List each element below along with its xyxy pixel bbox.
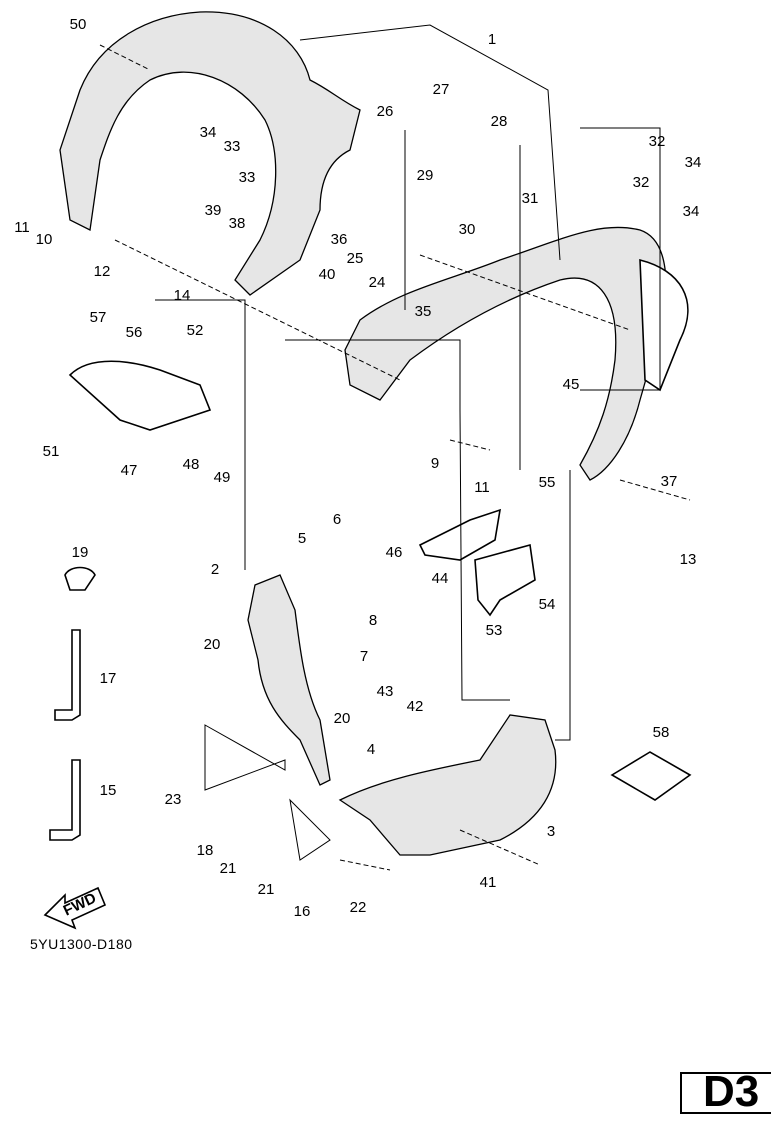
- drawing-code: 5YU1300-D180: [30, 936, 133, 952]
- clamp-19: [64, 566, 96, 591]
- callout-40: 40: [319, 266, 336, 283]
- callout-29: 29: [417, 167, 434, 184]
- callout-17: 17: [100, 670, 117, 687]
- upper-bracket: [59, 11, 361, 296]
- callout-13: 13: [680, 551, 697, 568]
- callout-9: 9: [431, 455, 439, 472]
- callout-46: 46: [386, 544, 403, 561]
- callout-31: 31: [522, 190, 539, 207]
- callout-55: 55: [539, 474, 556, 491]
- bracket-44: [418, 508, 502, 561]
- sheet-58: [610, 751, 692, 801]
- arm-right: [639, 258, 689, 392]
- callout-24: 24: [369, 274, 386, 291]
- callout-15: 15: [100, 782, 117, 799]
- callout-11: 11: [14, 219, 30, 236]
- callout-19: 19: [72, 544, 89, 561]
- tilt-arm: [247, 574, 331, 786]
- callout-42: 42: [407, 698, 424, 715]
- callout-34: 34: [200, 124, 217, 141]
- callout-14: 14: [174, 287, 191, 304]
- callout-33: 33: [224, 138, 241, 155]
- callout-20: 20: [204, 636, 221, 653]
- page-id: D3: [703, 1067, 760, 1116]
- callout-32: 32: [633, 174, 650, 191]
- callout-21: 21: [220, 860, 237, 877]
- callout-20: 20: [334, 710, 351, 727]
- callout-33: 33: [239, 169, 256, 186]
- callout-7: 7: [360, 648, 368, 665]
- callout-8: 8: [369, 612, 377, 629]
- callout-4: 4: [367, 741, 375, 758]
- callout-2: 2: [211, 561, 219, 578]
- callout-54: 54: [539, 596, 556, 613]
- callout-35: 35: [415, 303, 432, 320]
- callout-44: 44: [432, 570, 449, 587]
- callout-51: 51: [43, 443, 60, 460]
- steering-link: [68, 360, 212, 431]
- callout-34: 34: [683, 203, 700, 220]
- callout-11: 11: [474, 479, 490, 496]
- callout-12: 12: [94, 263, 111, 280]
- callout-39: 39: [205, 202, 222, 219]
- callout-52: 52: [187, 322, 204, 339]
- cable-tie-17: [54, 629, 81, 721]
- bracket-53: [474, 543, 536, 617]
- callout-43: 43: [377, 683, 394, 700]
- callout-56: 56: [126, 324, 143, 341]
- callout-25: 25: [347, 250, 364, 267]
- callout-34: 34: [685, 154, 702, 171]
- callout-27: 27: [433, 81, 450, 98]
- callout-57: 57: [90, 309, 107, 326]
- cable-tie-15: [49, 759, 81, 841]
- callout-1: 1: [488, 31, 496, 48]
- swivel-bracket: [344, 226, 667, 481]
- callout-50: 50: [70, 16, 87, 33]
- callout-22: 22: [350, 899, 367, 916]
- callout-5: 5: [298, 530, 306, 547]
- fwd-arrow: [43, 886, 107, 930]
- part-drawings: FWD: [43, 11, 692, 930]
- callout-32: 32: [649, 133, 666, 150]
- callout-18: 18: [197, 842, 214, 859]
- callout-10: 10: [36, 231, 53, 248]
- callout-21: 21: [258, 881, 275, 898]
- lower-mount: [338, 714, 557, 856]
- callout-45: 45: [563, 376, 580, 393]
- page-id-box: [680, 1072, 771, 1114]
- callout-6: 6: [333, 511, 341, 528]
- callout-28: 28: [491, 113, 508, 130]
- callout-47: 47: [121, 462, 138, 479]
- callout-38: 38: [229, 215, 246, 232]
- callout-37: 37: [661, 473, 678, 490]
- callout-30: 30: [459, 221, 476, 238]
- reference-lines: [99, 24, 691, 871]
- callout-16: 16: [294, 903, 311, 920]
- callout-48: 48: [183, 456, 200, 473]
- callout-53: 53: [486, 622, 503, 639]
- callout-41: 41: [480, 874, 497, 891]
- callout-23: 23: [165, 791, 182, 808]
- callout-26: 26: [377, 103, 394, 120]
- callout-58: 58: [653, 724, 670, 741]
- callout-36: 36: [331, 231, 348, 248]
- callout-3: 3: [547, 823, 555, 840]
- callout-49: 49: [214, 469, 231, 486]
